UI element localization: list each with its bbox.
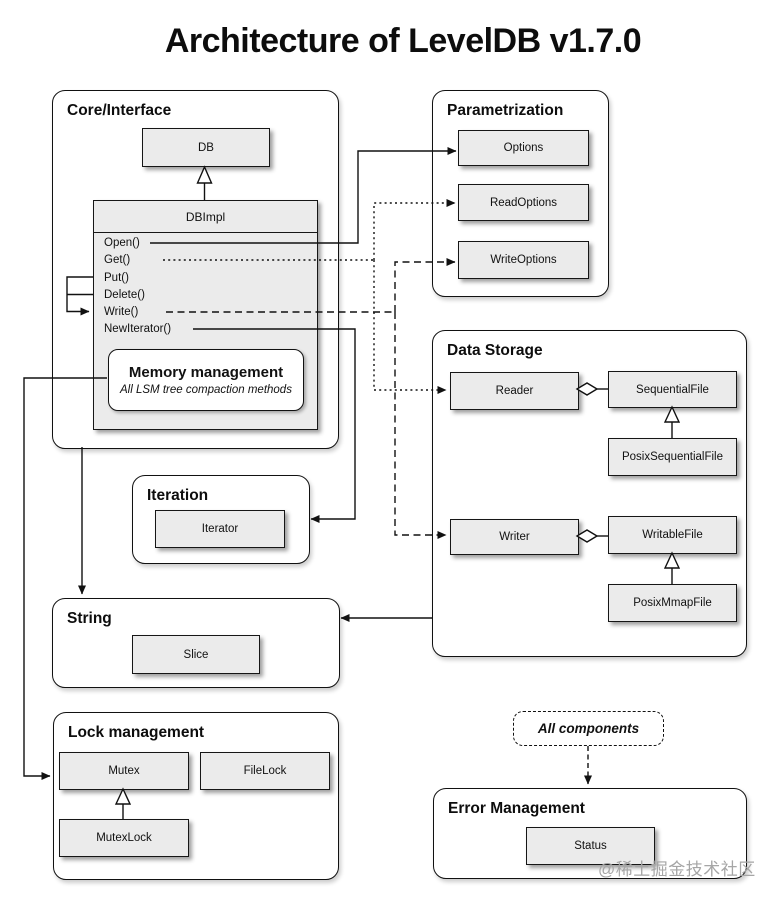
dbimpl-method-delete: Delete() (104, 288, 145, 301)
class-box-status: Status (526, 827, 655, 865)
memory-management-box: Memory management All LSM tree compactio… (108, 349, 304, 411)
dbimpl-method-newiterator: NewIterator() (104, 323, 172, 336)
dbimpl-method-put: Put() (104, 271, 129, 284)
class-box-writablefile: WritableFile (608, 516, 737, 554)
container-error-management-label: Error Management (448, 800, 585, 817)
class-box-posixsequentialfile: PosixSequentialFile (608, 438, 737, 476)
class-box-mutex: Mutex (59, 752, 189, 790)
container-string-label: String (67, 610, 112, 627)
container-iteration-label: Iteration (147, 487, 209, 504)
dbimpl-method-open: Open() (104, 237, 140, 249)
container-data-storage-label: Data Storage (447, 342, 543, 359)
class-box-dbimpl: DBImpl Open() Get() Put() Delete() Write… (93, 200, 318, 430)
dbimpl-method-get: Get() (104, 254, 131, 267)
class-box-options: Options (458, 130, 589, 166)
class-box-writeoptions: WriteOptions (458, 241, 589, 279)
dbimpl-title: DBImpl (94, 201, 317, 233)
class-box-sequentialfile: SequentialFile (608, 371, 737, 408)
container-lock-management-label: Lock management (68, 724, 205, 741)
class-box-db: DB (142, 128, 270, 167)
container-parametrization-label: Parametrization (447, 102, 564, 119)
dbimpl-method-write: Write() (104, 306, 139, 319)
class-box-reader: Reader (450, 372, 579, 410)
class-box-writer: Writer (450, 519, 579, 555)
page-title: Architecture of LevelDB v1.7.0 (164, 22, 642, 60)
all-components-note: All components (513, 711, 664, 746)
class-box-iterator: Iterator (155, 510, 285, 548)
class-box-slice: Slice (132, 635, 260, 674)
memory-management-title: Memory management (128, 364, 284, 381)
class-box-filelock: FileLock (200, 752, 330, 790)
container-core-interface-label: Core/Interface (67, 102, 172, 119)
class-box-readoptions: ReadOptions (458, 184, 589, 221)
class-box-posixmmapfile: PosixMmapFile (608, 584, 737, 622)
memory-management-subtitle: All LSM tree compaction methods (120, 384, 292, 396)
watermark: @稀土掘金技术社区 (598, 860, 756, 879)
class-box-mutexlock: MutexLock (59, 819, 189, 857)
dbimpl-method-list: Open() Get() Put() Delete() Write() NewI… (104, 235, 307, 339)
